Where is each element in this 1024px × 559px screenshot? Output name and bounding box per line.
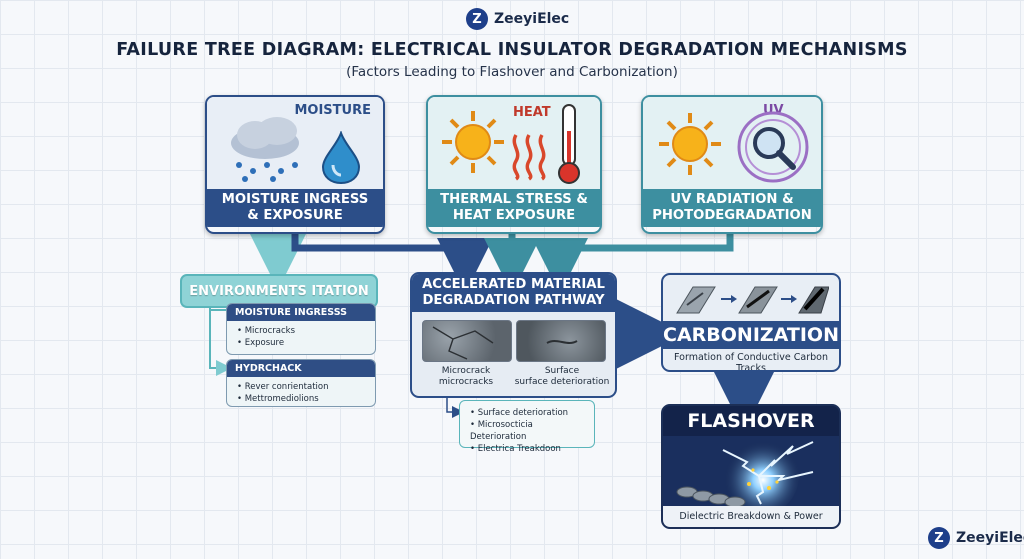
caption-microcrack-line2: microcracks <box>438 377 494 387</box>
heat-tag: HEAT <box>513 105 551 120</box>
accelerated-title-line1: ACCELERATED MATERIAL <box>422 277 605 292</box>
cause-label-uv-line1: UV RADIATION & <box>670 192 794 207</box>
carbonization-title: CARBONIZATION <box>663 321 839 349</box>
flashover-subtitle: Dielectric Breakdown & Power Failure <box>663 506 839 527</box>
accelerated-effects-list: Surface deterioration Microsocticia Dete… <box>459 400 595 454</box>
list-item: Surface deterioration <box>470 407 586 419</box>
caption-microcrack-line1: Microcrack <box>441 366 491 376</box>
env-group-moisture-title: MOISTURE INGRESSS <box>227 304 375 321</box>
surface-texture-image <box>516 320 606 362</box>
flashover-title: FLASHOVER <box>687 410 815 432</box>
list-item: Mettromediolions <box>237 393 367 405</box>
connector-moisture-acc <box>291 232 493 294</box>
brand-name: ZeeyiElec <box>494 11 570 27</box>
uv-sun-icon <box>659 113 721 175</box>
caption-surface-line2: surface deterioration <box>514 377 610 387</box>
cause-card-moisture: MOISTURE MOISTURE INGRESS & EXPOSURE <box>205 95 385 234</box>
carbonization-box: CARBONIZATION Formation of Conductive Ca… <box>661 273 841 372</box>
droplet-icon <box>321 131 361 185</box>
env-group-hydr-title: HYDRCHACK <box>227 360 375 377</box>
list-item: Microsocticia Deterioration <box>470 419 586 443</box>
env-group-hydr: HYDRCHACK Rever conrientation Mettromedi… <box>226 359 376 407</box>
diagram-subtitle: (Factors Leading to Flashover and Carbon… <box>346 64 678 80</box>
moisture-tag: MOISTURE <box>294 103 371 118</box>
sun-icon <box>442 111 504 173</box>
cause-label-uv-line2: PHOTODEGRADATION <box>652 208 812 223</box>
accelerated-pathway-box: ACCELERATED MATERIAL DEGRADATION PATHWAY… <box>410 272 617 398</box>
lightning-arc-icon <box>663 436 839 506</box>
list-item: Microcracks <box>237 325 367 337</box>
brand-name-bottom: ZeeyiElec <box>956 530 1024 546</box>
connector-env-tree <box>209 304 232 376</box>
flashover-box: FLASHOVER Dielectric Breakdown & Power F… <box>661 404 841 529</box>
brand-mark-bottom-icon: Z <box>928 527 950 549</box>
magnifier-icon <box>737 111 809 183</box>
rain-cloud-icon <box>231 117 299 182</box>
cause-card-uv: UV UV RADIATION & PHOTODEGRADATION <box>641 95 823 234</box>
carbon-track-progression-icon <box>676 286 829 314</box>
caption-surface-line1: Surface <box>544 366 580 376</box>
cause-label-heat-line1: THERMAL STRESS & <box>440 192 588 207</box>
diagram-title: FAILURE TREE DIAGRAM: ELECTRICAL INSULAT… <box>116 40 908 60</box>
brand-logo-bottom: Z ZeeyiElec <box>928 527 1024 549</box>
cause-label-heat-line2: HEAT EXPOSURE <box>452 208 576 223</box>
carbonization-subtitle: Formation of Conductive Carbon Tracks <box>674 352 828 372</box>
connector-uv-acc <box>532 232 734 294</box>
brand-mark-icon: Z <box>466 8 488 30</box>
cause-card-heat: HEAT THERMAL STRESS & HEAT EXPOSURE <box>426 95 602 234</box>
connector-acc-list <box>446 396 464 418</box>
cause-label-moisture-line1: MOISTURE INGRESS <box>221 192 369 207</box>
list-item: Rever conrientation <box>237 381 367 393</box>
list-item: Exposure <box>237 337 367 349</box>
env-group-moisture: MOISTURE INGRESSS Microcracks Exposure <box>226 303 376 355</box>
cause-label-moisture-line2: & EXPOSURE <box>247 208 343 223</box>
microcrack-texture-image <box>422 320 512 362</box>
brand-logo-top: Z ZeeyiElec <box>466 8 569 30</box>
list-item: Electrica Treakdoon <box>470 443 586 455</box>
thermometer-icon <box>558 104 580 184</box>
accelerated-title-line2: DEGRADATION PATHWAY <box>422 293 605 308</box>
heat-waves-icon <box>512 134 546 181</box>
